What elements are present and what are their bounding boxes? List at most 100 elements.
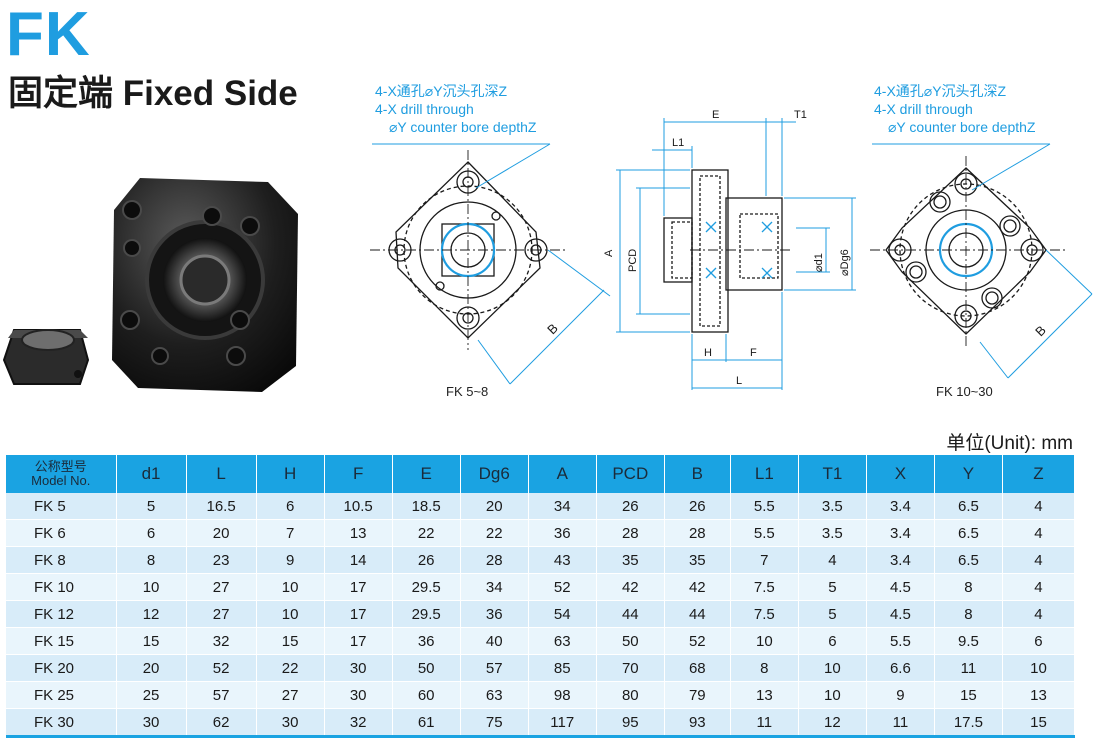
column-header: H — [256, 455, 325, 493]
value-cell: 35 — [664, 546, 731, 574]
value-cell: 25 — [116, 681, 187, 709]
value-cell: 5 — [798, 600, 867, 628]
dim-b-right: B — [1032, 322, 1049, 339]
dim-h: H — [704, 347, 712, 359]
value-cell: 10 — [256, 600, 325, 628]
value-cell: 13 — [1002, 681, 1076, 709]
value-cell: 6 — [256, 493, 325, 520]
value-cell: 3.5 — [798, 519, 867, 547]
dim-pcd: PCD — [627, 249, 639, 272]
value-cell: 13 — [324, 519, 393, 547]
value-cell: 26 — [392, 546, 461, 574]
value-cell: 27 — [186, 600, 257, 628]
value-cell: 36 — [392, 627, 461, 655]
value-cell: 8 — [730, 654, 799, 682]
value-cell: 63 — [528, 627, 597, 655]
value-cell: 28 — [460, 546, 529, 574]
value-cell: 12 — [116, 600, 187, 628]
value-cell: 22 — [392, 519, 461, 547]
value-cell: 6 — [798, 627, 867, 655]
dim-l: L — [736, 375, 742, 387]
value-cell: 12 — [798, 708, 867, 738]
value-cell: 93 — [664, 708, 731, 738]
value-cell: 3.4 — [866, 493, 935, 520]
value-cell: 9 — [866, 681, 935, 709]
column-header: PCD — [596, 455, 665, 493]
value-cell: 34 — [528, 493, 597, 520]
column-header: T1 — [798, 455, 867, 493]
value-cell: 7 — [730, 546, 799, 574]
dim-f: F — [750, 347, 757, 359]
brand-title: FK — [6, 0, 91, 69]
note-line: 4-X drill through — [375, 101, 474, 117]
bolt-hole — [202, 206, 222, 226]
column-header: F — [324, 455, 393, 493]
unit-label: 单位(Unit): mm — [946, 433, 1073, 454]
column-header: B — [664, 455, 731, 493]
value-cell: 4.5 — [866, 600, 935, 628]
value-cell: 18.5 — [392, 493, 461, 520]
value-cell: 4 — [1002, 600, 1076, 628]
model-header-en: Model No. — [31, 473, 91, 488]
value-cell: 57 — [186, 681, 257, 709]
model-cell: FK 25 — [6, 681, 117, 709]
value-cell: 79 — [664, 681, 731, 709]
value-cell: 34 — [460, 573, 529, 601]
value-cell: 10 — [1002, 654, 1076, 682]
column-header: Dg6 — [460, 455, 529, 493]
note-line: 4-X drill through — [874, 101, 973, 117]
value-cell: 52 — [528, 573, 597, 601]
dim-a: A — [603, 249, 615, 257]
value-cell: 68 — [664, 654, 731, 682]
value-cell: 44 — [596, 600, 665, 628]
dim-e: E — [712, 109, 719, 121]
model-cell: FK 5 — [6, 493, 117, 520]
value-cell: 50 — [596, 627, 665, 655]
side-view — [663, 169, 790, 333]
value-cell: 42 — [664, 573, 731, 601]
value-cell: 117 — [528, 708, 597, 738]
dim-b-left: B — [544, 320, 561, 337]
value-cell: 7.5 — [730, 600, 799, 628]
value-cell: 17 — [324, 600, 393, 628]
value-cell: 26 — [664, 493, 731, 520]
value-cell: 10 — [730, 627, 799, 655]
value-cell: 54 — [528, 600, 597, 628]
value-cell: 40 — [460, 627, 529, 655]
dim-t1: T1 — [794, 109, 807, 121]
bolt-hole — [240, 216, 260, 236]
value-cell: 27 — [256, 681, 325, 709]
value-cell: 5.5 — [866, 627, 935, 655]
value-cell: 52 — [664, 627, 731, 655]
value-cell: 26 — [596, 493, 665, 520]
value-cell: 6.5 — [934, 493, 1003, 520]
value-cell: 85 — [528, 654, 597, 682]
value-cell: 10 — [798, 681, 867, 709]
product-photo — [2, 178, 298, 392]
value-cell: 15 — [256, 627, 325, 655]
value-cell: 30 — [256, 708, 325, 738]
bolt-hole — [122, 200, 142, 220]
note-line: ⌀Y counter bore depthZ — [888, 119, 1036, 135]
value-cell: 8 — [934, 600, 1003, 628]
value-cell: 61 — [392, 708, 461, 738]
model-cell: FK 15 — [6, 627, 117, 655]
value-cell: 36 — [528, 519, 597, 547]
page-subtitle: 固定端 Fixed Side — [8, 74, 298, 113]
value-cell: 29.5 — [392, 573, 461, 601]
column-header: E — [392, 455, 461, 493]
value-cell: 36 — [460, 600, 529, 628]
bolt-hole — [151, 347, 169, 365]
value-cell: 3.5 — [798, 493, 867, 520]
model-cell: FK 12 — [6, 600, 117, 628]
bolt-hole — [226, 346, 246, 366]
figure-label-left: FK 5~8 — [446, 384, 489, 399]
value-cell: 7.5 — [730, 573, 799, 601]
